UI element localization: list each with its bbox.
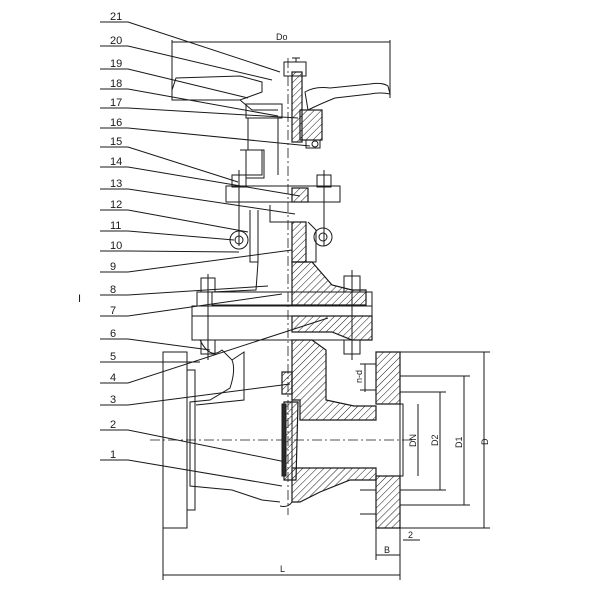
- callout-2: 2: [110, 419, 116, 431]
- valve-body: [189, 339, 377, 507]
- dim-dn: DN: [408, 434, 418, 447]
- bonnet: [196, 261, 373, 360]
- dim-d2: D2: [430, 434, 440, 446]
- callout-20: 20: [110, 35, 122, 47]
- callout-leader-16: [127, 127, 311, 147]
- callout-leader-3: [127, 383, 291, 406]
- right-end-flange: [360, 351, 404, 529]
- callout-7: 7: [110, 305, 116, 317]
- callout-9: 9: [110, 261, 116, 273]
- body-bonnet-flange: [191, 305, 373, 355]
- dim-b: B: [384, 545, 390, 555]
- dim-d1: D1: [454, 436, 464, 448]
- callout-leader-10: [127, 250, 240, 253]
- handwheel: [171, 75, 391, 119]
- gland-and-packing: [225, 170, 341, 263]
- callout-leader-21: [127, 21, 281, 73]
- yoke: [240, 118, 279, 179]
- dimension-lines: [162, 40, 490, 580]
- dim-n-d: n-d: [354, 370, 364, 383]
- callout-leader-12: [127, 209, 249, 233]
- dim-raised-face: 2: [408, 530, 413, 540]
- callout-5: 5: [110, 351, 116, 363]
- callout-leader-1: [127, 459, 283, 487]
- callout-leader-7: [127, 293, 283, 317]
- callout-6: 6: [110, 328, 116, 340]
- callout-leader-6: [127, 338, 211, 351]
- callout-13: 13: [110, 178, 122, 190]
- callout-leader-11: [127, 230, 235, 241]
- callout-leader-17: [127, 107, 299, 119]
- callout-4: 4: [110, 372, 116, 384]
- callout-leader-19: [127, 68, 249, 99]
- callout-16: 16: [110, 117, 122, 129]
- callout-leader-15: [127, 146, 239, 183]
- callout-leader-2: [127, 429, 287, 463]
- callout-leader-20: [127, 45, 273, 81]
- left-end-flange: [162, 351, 196, 529]
- callout-1: 1: [110, 449, 116, 461]
- callout-leader-13: [127, 188, 296, 215]
- callout-18: 18: [110, 78, 122, 90]
- dim-l: L: [280, 564, 285, 574]
- dim-do: Do: [276, 32, 288, 42]
- stem-nut: [283, 57, 323, 149]
- callout-12: 12: [110, 199, 122, 211]
- dim-d: D: [480, 438, 490, 445]
- callout-leader-9: [127, 249, 293, 273]
- callout-10: 10: [110, 240, 122, 252]
- callout-leader-18: [127, 88, 279, 117]
- callout-19: 19: [110, 58, 122, 70]
- callout-leader-8: [127, 285, 269, 296]
- callout-8: 8: [110, 284, 116, 296]
- callout-11: 11: [110, 220, 121, 232]
- callout-17: 17: [110, 97, 122, 109]
- gate-wedge: [281, 371, 299, 481]
- callout-3: 3: [110, 394, 116, 406]
- callout-leader-14: [127, 166, 301, 197]
- callout-leader-lines: [100, 21, 329, 487]
- callout-15: 15: [110, 136, 122, 148]
- side-mark: I: [78, 293, 81, 305]
- callout-14: 14: [110, 156, 122, 168]
- callout-21: 21: [110, 11, 122, 23]
